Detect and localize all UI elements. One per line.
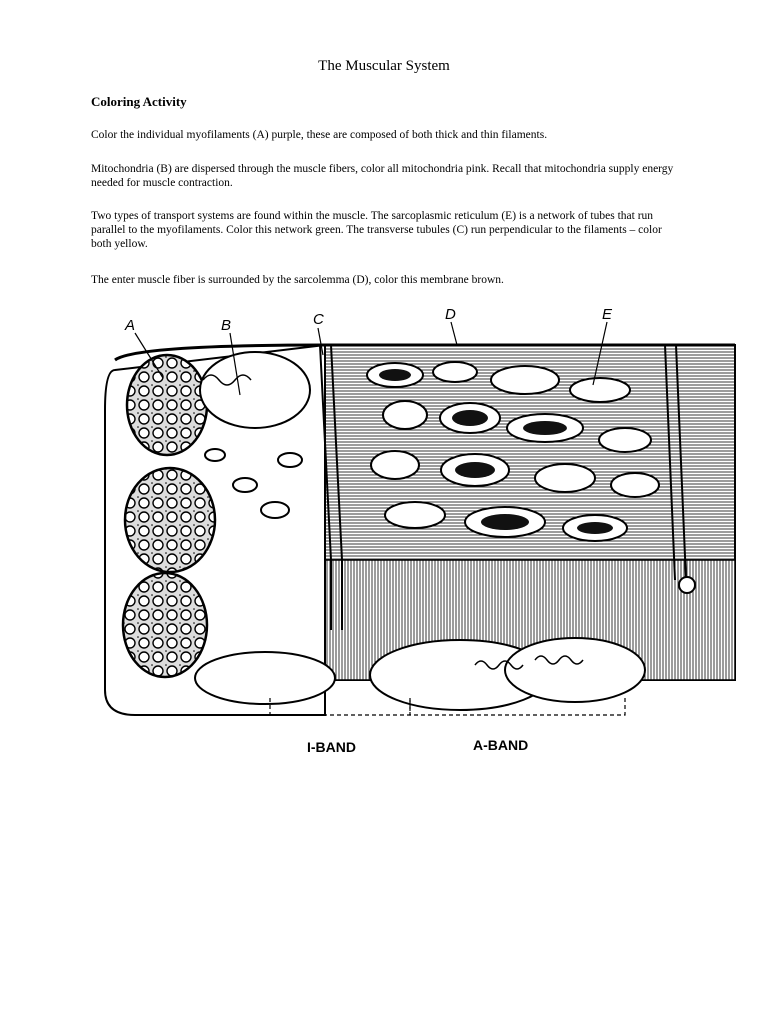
reticulum-dark-spaces xyxy=(379,369,613,534)
paragraph-transport-systems: Two types of transport systems are found… xyxy=(91,210,662,250)
paragraph-mitochondria: Mitochondria (B) are dispersed through t… xyxy=(91,163,674,189)
paragraph-myofilaments: Color the individual myofilaments (A) pu… xyxy=(91,129,548,141)
transverse-tubule xyxy=(319,344,696,630)
muscle-fiber-diagram: A B C D E I-BAND A-BAND xyxy=(95,300,755,770)
label-leader-lines xyxy=(134,321,608,396)
i-band-label: I-BAND xyxy=(307,739,356,755)
mitochondria xyxy=(194,351,646,711)
label-c: C xyxy=(313,311,324,328)
label-b: B xyxy=(221,317,231,334)
label-d: D xyxy=(445,306,456,323)
paragraph-sarcolemma: The enter muscle fiber is surrounded by … xyxy=(91,274,504,286)
label-e: E xyxy=(602,306,613,323)
page-title: The Muscular System xyxy=(318,58,450,74)
sarcolemma xyxy=(114,343,735,362)
label-a: A xyxy=(124,317,135,334)
myofilament-cross-sections xyxy=(121,353,217,679)
a-band-label: A-BAND xyxy=(473,737,528,753)
band-brackets xyxy=(269,698,626,716)
section-heading: Coloring Activity xyxy=(91,94,187,109)
